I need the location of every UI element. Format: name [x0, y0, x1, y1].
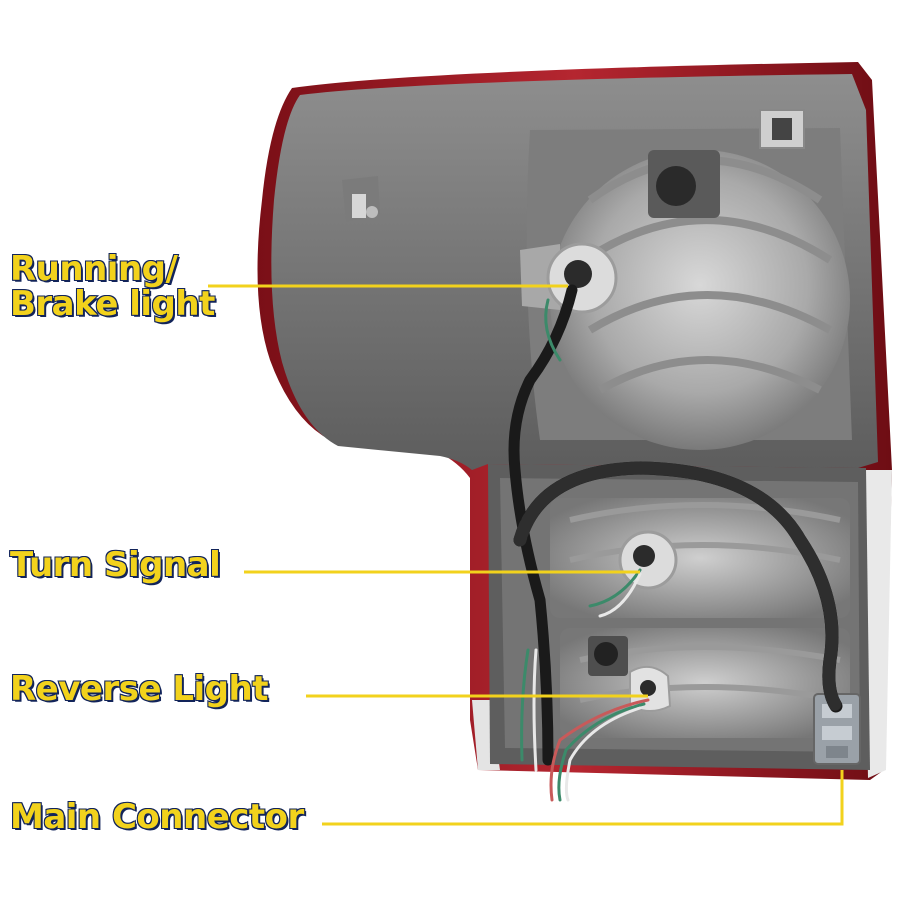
- lower-reflectors: [550, 498, 850, 738]
- bulb-sockets: [520, 242, 678, 712]
- main-connector: [813, 693, 861, 765]
- label-running-brake-light: Running/ Brake light: [9, 249, 216, 324]
- label-main-connector: Main Connector: [9, 797, 305, 837]
- label-running-line2: Brake light: [9, 283, 216, 324]
- upper-reflector: [526, 128, 852, 450]
- label-turn-signal: Turn Signal: [9, 545, 222, 585]
- wiring-harness: [508, 284, 843, 802]
- label-reverse-light: Reverse Light: [9, 669, 269, 709]
- leader-lines: [208, 284, 844, 826]
- mounting-hardware: [342, 109, 805, 222]
- leader-main: [322, 770, 844, 826]
- label-running-line1: Running/: [9, 249, 179, 289]
